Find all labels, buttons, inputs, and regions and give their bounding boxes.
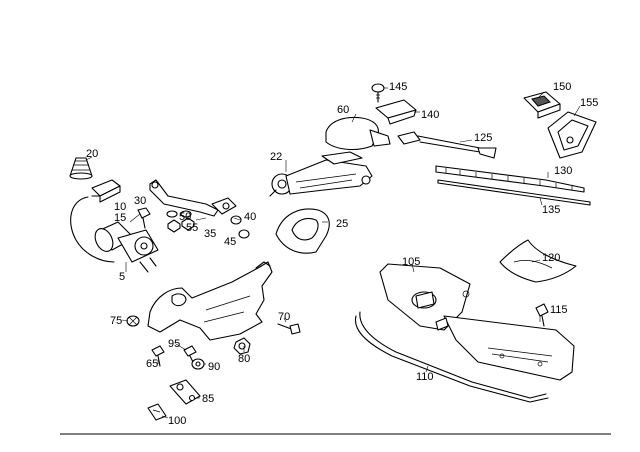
part-125-wiper-arm <box>397 131 497 159</box>
part-110-seal <box>355 311 549 403</box>
callout-140: 140 <box>421 109 439 121</box>
callout-65: 65 <box>146 358 158 370</box>
part-75-grommet <box>126 315 140 327</box>
leader-lines <box>85 87 581 419</box>
callout-15: 15 <box>114 212 126 224</box>
bracket-assembly <box>147 261 273 341</box>
callout-75: 75 <box>110 315 122 327</box>
part-85-bracket-plate <box>169 379 201 405</box>
part-150-switch <box>523 91 561 119</box>
callout-60: 60 <box>337 104 349 116</box>
callout-50: 50 <box>179 211 191 223</box>
callout-20: 20 <box>86 148 98 160</box>
callout-70: 70 <box>278 311 290 323</box>
part-20-rubber-boot <box>69 157 93 180</box>
part-145-screw <box>371 83 385 103</box>
callout-95: 95 <box>168 338 180 350</box>
callout-120: 120 <box>542 252 560 264</box>
part-80-nut <box>233 337 251 355</box>
callout-25: 25 <box>336 218 348 230</box>
part-100-clip <box>147 403 167 421</box>
part-10-connector <box>70 179 121 263</box>
part-90-nut <box>191 358 205 370</box>
callout-55: 55 <box>186 222 198 234</box>
part-40-bushing <box>230 215 242 225</box>
part-155-switch-bezel <box>547 111 597 159</box>
callout-40: 40 <box>244 211 256 223</box>
part-25-cover <box>275 208 330 254</box>
callout-85: 85 <box>202 393 214 405</box>
part-45-nut <box>238 229 250 239</box>
callout-35: 35 <box>204 228 216 240</box>
part-105-cowl-panel <box>379 263 575 381</box>
part-55-nut <box>167 217 195 233</box>
part-70-bolt <box>277 323 301 335</box>
part-65-bolt <box>151 345 165 367</box>
callout-150: 150 <box>553 81 571 93</box>
callout-labels: 20 10 15 5 30 50 55 35 40 45 22 25 60 14… <box>86 81 598 427</box>
callout-45: 45 <box>224 236 236 248</box>
callout-30: 30 <box>134 195 146 207</box>
part-22-linkage-assembly <box>269 151 373 197</box>
part-30-bolt <box>137 207 151 229</box>
part-140-bracket <box>375 99 417 125</box>
callout-155: 155 <box>580 97 598 109</box>
callout-125: 125 <box>474 132 492 144</box>
callout-110: 110 <box>416 371 434 383</box>
callout-80: 80 <box>238 353 250 365</box>
part-60-housing-cover <box>325 116 391 151</box>
callout-90: 90 <box>208 361 220 373</box>
part-130-wiper-blade <box>435 165 585 193</box>
part-50-bushing <box>166 210 192 218</box>
part-115-clip <box>535 303 549 327</box>
callout-145: 145 <box>389 81 407 93</box>
part-135-blade-insert <box>437 179 591 206</box>
callout-10: 10 <box>114 201 126 213</box>
callout-22: 22 <box>270 151 282 163</box>
callout-115: 115 <box>550 304 568 316</box>
callout-130: 130 <box>554 165 572 177</box>
callout-135: 135 <box>542 204 560 216</box>
part-5-wiper-motor <box>94 221 159 273</box>
callout-100: 100 <box>168 415 186 427</box>
callout-5: 5 <box>119 271 125 283</box>
part-120-trim-cover <box>499 239 577 283</box>
part-35-linkage-arm <box>149 179 237 217</box>
callout-105: 105 <box>402 256 420 268</box>
